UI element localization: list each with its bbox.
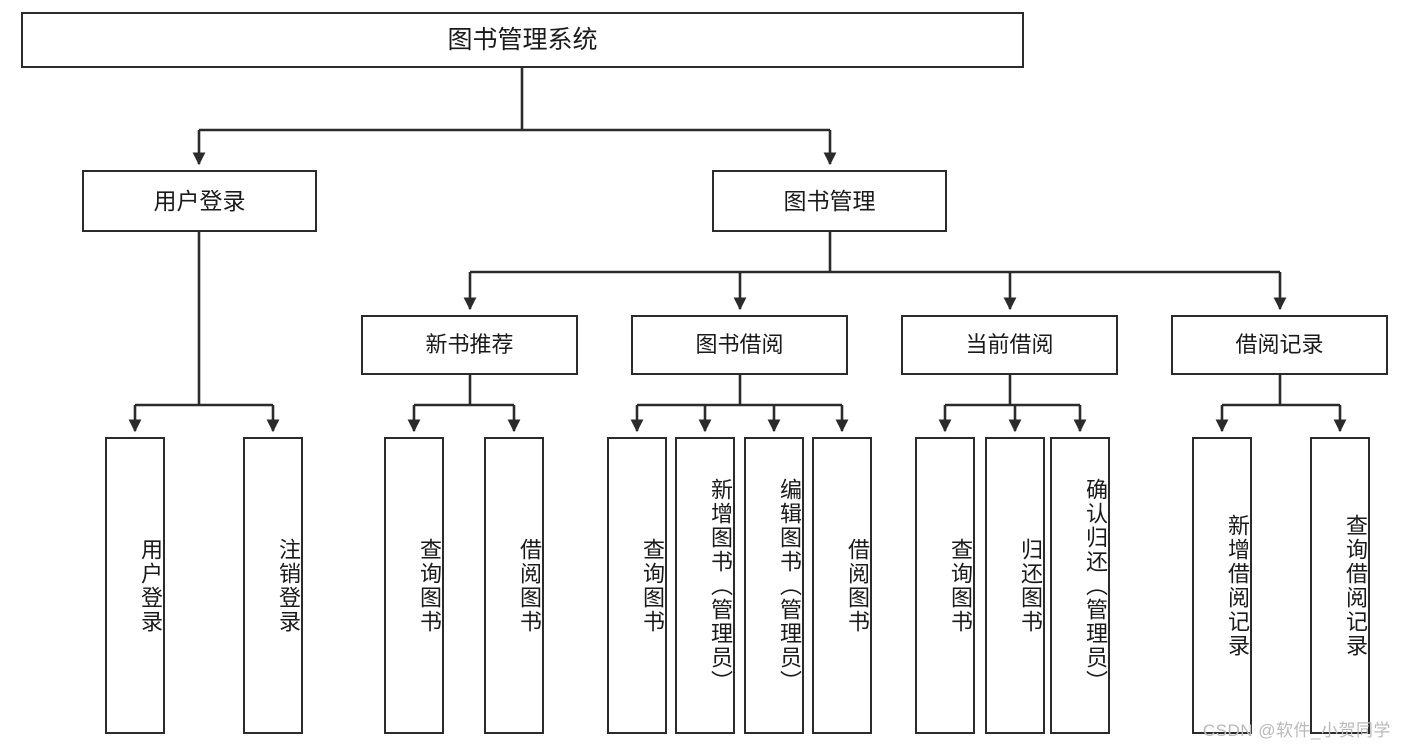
node-new-book-recommend-label: 新书推荐 xyxy=(425,332,514,358)
node-leaf-query-book-2[interactable]: 查询图书 xyxy=(607,437,667,734)
node-leaf-logout-login[interactable]: 注销登录 xyxy=(243,437,303,734)
node-leaf-add-book[interactable]: 新增图书（管理员） xyxy=(675,437,735,734)
node-leaf-edit-book-label: 编辑图书（管理员） xyxy=(777,477,802,694)
node-leaf-confirm-return-label: 确认归还（管理员） xyxy=(1083,477,1108,694)
node-leaf-confirm-return[interactable]: 确认归还（管理员） xyxy=(1050,437,1110,734)
node-leaf-query-book-3[interactable]: 查询图书 xyxy=(915,437,975,734)
node-root-label: 图书管理系统 xyxy=(447,25,598,54)
node-user-login-label: 用户登录 xyxy=(153,187,246,214)
node-leaf-borrow-book-1-label: 借阅图书 xyxy=(517,537,542,634)
node-leaf-borrow-book-1[interactable]: 借阅图书 xyxy=(484,437,544,734)
node-leaf-return-book-label: 归还图书 xyxy=(1018,537,1043,634)
node-new-book-recommend[interactable]: 新书推荐 xyxy=(361,315,578,375)
node-leaf-query-book-1-label: 查询图书 xyxy=(417,537,442,634)
node-user-login[interactable]: 用户登录 xyxy=(82,170,317,232)
node-leaf-query-book-3-label: 查询图书 xyxy=(948,537,973,634)
watermark: CSDN @软件_小贺同学 xyxy=(1202,721,1391,740)
node-leaf-edit-book[interactable]: 编辑图书（管理员） xyxy=(744,437,804,734)
node-leaf-borrow-book-2[interactable]: 借阅图书 xyxy=(812,437,872,734)
node-leaf-user-login[interactable]: 用户登录 xyxy=(105,437,165,734)
node-leaf-query-book-1[interactable]: 查询图书 xyxy=(384,437,444,734)
node-book-borrow[interactable]: 图书借阅 xyxy=(631,315,848,375)
node-book-borrow-label: 图书借阅 xyxy=(695,332,784,358)
node-book-management[interactable]: 图书管理 xyxy=(712,170,947,232)
node-book-management-label: 图书管理 xyxy=(783,187,876,214)
node-leaf-add-book-label: 新增图书（管理员） xyxy=(708,477,733,694)
node-leaf-return-book[interactable]: 归还图书 xyxy=(985,437,1045,734)
node-current-borrow[interactable]: 当前借阅 xyxy=(901,315,1118,375)
node-leaf-logout-login-label: 注销登录 xyxy=(276,537,301,634)
node-borrow-record-label: 借阅记录 xyxy=(1235,332,1324,358)
node-borrow-record[interactable]: 借阅记录 xyxy=(1171,315,1388,375)
node-leaf-query-book-2-label: 查询图书 xyxy=(640,537,665,634)
node-leaf-add-record-label: 新增借阅记录 xyxy=(1225,513,1250,658)
node-current-borrow-label: 当前借阅 xyxy=(965,332,1054,358)
node-root[interactable]: 图书管理系统 xyxy=(21,12,1024,68)
node-leaf-query-record[interactable]: 查询借阅记录 xyxy=(1310,437,1370,734)
node-leaf-query-record-label: 查询借阅记录 xyxy=(1343,513,1368,658)
node-leaf-borrow-book-2-label: 借阅图书 xyxy=(845,537,870,634)
node-leaf-add-record[interactable]: 新增借阅记录 xyxy=(1192,437,1252,734)
node-leaf-user-login-label: 用户登录 xyxy=(138,537,163,634)
